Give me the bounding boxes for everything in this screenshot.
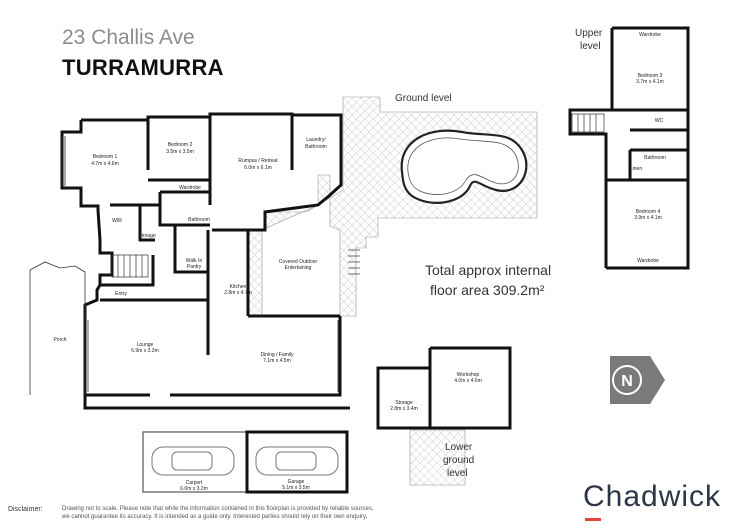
room-workshop-name: Workshop xyxy=(457,372,480,378)
room-garage-name: Garage xyxy=(288,479,305,485)
room-kitchen-name: Kitchen xyxy=(230,284,247,290)
brand-accent-bar xyxy=(585,518,601,521)
disclaimer-line-1: Drawing not to scale. Please note that w… xyxy=(62,506,374,512)
lower-level-label-1: Lower xyxy=(445,442,473,453)
room-lounge-size: 6.9m x 3.3m xyxy=(131,348,159,354)
room-bathroom-upper: Bathroom xyxy=(644,155,666,161)
lower-level-label-2: ground xyxy=(443,455,474,466)
room-workshop-size: 4.0m x 4.6m xyxy=(454,378,482,384)
room-bedroom3-size: 3.7m x 4.1m xyxy=(636,79,664,85)
upper-level-walls xyxy=(568,26,690,270)
room-bedroom2-size: 3.5m x 3.5m xyxy=(166,149,194,155)
carport-garage xyxy=(142,430,349,494)
room-bedroom3-name: Bedroom 3 xyxy=(638,73,663,79)
window-lines xyxy=(29,136,339,395)
room-covered-name-2: Entertaining xyxy=(285,265,312,271)
room-walkin-name-2: Pantry xyxy=(187,264,202,270)
room-carport-name: Carport xyxy=(186,480,203,486)
room-labels: Bedroom 1 4.7m x 4.6m Bedroom 2 3.5m x 3… xyxy=(53,32,665,492)
room-bedroom4-size: 3.9m x 4.1m xyxy=(634,215,662,221)
swimming-pool xyxy=(400,129,528,204)
room-wardrobe-top: Wardrobe xyxy=(639,32,661,38)
room-storage-lower-name: Storage xyxy=(395,400,413,406)
upper-level-label-2: level xyxy=(580,41,601,52)
disclaimer-label: Disclaimer: xyxy=(8,506,43,513)
room-lounge-name: Lounge xyxy=(137,342,154,348)
room-storage-lower-size: 2.8m x 3.4m xyxy=(390,406,418,412)
total-area-line-1: Total approx internal xyxy=(425,262,552,278)
room-rumpus-name: Rumpus / Retreat xyxy=(238,158,278,164)
room-dining-size: 7.1m x 4.5m xyxy=(263,358,291,364)
room-bedroom1-name: Bedroom 1 xyxy=(93,154,118,160)
upper-stairs xyxy=(571,113,605,133)
property-address: 23 Challis Ave xyxy=(62,26,195,49)
brand-logo-text: Chadwick xyxy=(583,480,722,513)
room-wir: WIR xyxy=(112,218,122,224)
room-bedroom2-name: Bedroom 2 xyxy=(168,142,193,148)
room-kitchen-size: 2.8m x 4.7m xyxy=(224,290,252,296)
room-dining-name: Dining / Family xyxy=(260,352,294,358)
room-linen: Linen xyxy=(630,166,642,172)
disclaimer-line-2: we cannot guarantee its accuracy. It is … xyxy=(62,514,368,520)
room-porch: Porch xyxy=(53,337,66,343)
ground-level-label: Ground level xyxy=(395,93,452,104)
room-carport-size: 6.0m x 3.2m xyxy=(180,486,208,492)
room-laundry-name-2: Bathroom xyxy=(305,144,327,150)
property-suburb: TURRAMURRA xyxy=(62,55,224,80)
room-bedroom1-size: 4.7m x 4.6m xyxy=(91,161,119,167)
ground-stairs xyxy=(111,249,360,278)
room-walkin-name: Walk In xyxy=(186,258,203,264)
lower-level-label-3: level xyxy=(447,468,468,479)
room-wardrobe: Wardrobe xyxy=(179,185,201,191)
room-wc: WC xyxy=(655,118,664,124)
lower-ground-walls xyxy=(376,346,512,430)
room-laundry-name: Laundry/ xyxy=(306,137,326,143)
room-wardrobe-bottom: Wardrobe xyxy=(637,258,659,264)
total-area-line-2: floor area 309.2m² xyxy=(430,282,545,298)
room-covered-name: Covered Outdoor xyxy=(279,259,318,265)
room-rumpus-size: 6.0m x 6.1m xyxy=(244,165,272,171)
room-entry: Entry xyxy=(115,291,127,297)
room-bedroom4-name: Bedroom 4 xyxy=(636,209,661,215)
compass-letter: N xyxy=(621,373,633,390)
ground-floor-walls xyxy=(60,112,350,410)
room-storage-small: Storage xyxy=(138,233,156,239)
room-garage-size: 5.1m x 3.5m xyxy=(282,485,310,491)
upper-level-label-1: Upper xyxy=(575,28,603,39)
room-bathroom: Bathroom xyxy=(188,217,210,223)
north-compass: N xyxy=(610,356,665,404)
